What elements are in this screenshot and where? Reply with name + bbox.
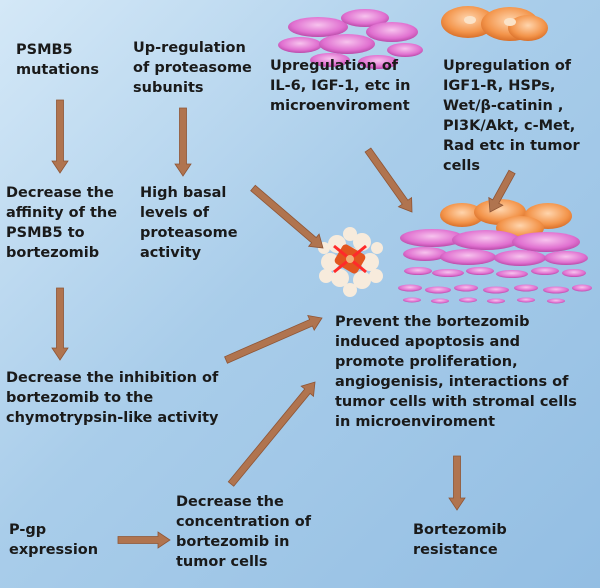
node-line: P-gp [9, 522, 47, 538]
node-line: PSMB5 [16, 42, 73, 58]
node-line: IL-6, IGF-1, etc in [270, 78, 411, 94]
node-line: Up-regulation [133, 40, 246, 56]
node-line: bortezomib in [176, 534, 290, 550]
node-upregulation-igf1r: Upregulation of IGF1-R, HSPs, Wet/β-catini… [443, 56, 580, 176]
arrow-pgp-to-concentration [117, 531, 171, 549]
proteasome-icon [318, 227, 383, 297]
arrow-igf-to-tumor [488, 169, 516, 213]
node-line: Prevent the bortezomib [335, 314, 530, 330]
node-line: Upregulation of [443, 58, 572, 74]
node-line: promote proliferation, [335, 354, 518, 370]
node-decrease-concentration: Decrease the concentration of bortezomib i… [176, 492, 311, 572]
node-line: in microenviroment [335, 414, 496, 430]
node-decrease-inhibition: Decrease the inhibition of bortezomib to … [6, 368, 218, 428]
node-line: mutations [16, 62, 99, 78]
node-upregulation-il6: Upregulation of IL-6, IGF-1, etc in microe… [270, 56, 410, 116]
node-line: affinity of the [6, 205, 118, 221]
arrow-subunits-to-basal [174, 107, 192, 177]
node-line: of proteasome [133, 60, 252, 76]
node-line: activity [140, 245, 202, 261]
node-line: induced apoptosis and [335, 334, 521, 350]
arrow-psmb5-to-affinity [51, 99, 69, 174]
node-line: Rad etc in tumor [443, 138, 580, 154]
node-line: bortezomib to the [6, 390, 154, 406]
arrow-concentration-to-prevent [227, 381, 316, 487]
node-line: tumor cells [176, 554, 268, 570]
arrow-il6-to-tumor [364, 147, 413, 213]
node-line: proteasome [140, 225, 238, 241]
arrow-basal-to-proteasome [250, 184, 324, 249]
node-line: tumor cells with stromal cells [335, 394, 577, 410]
node-line: levels of [140, 205, 210, 221]
pink-cells-icon [278, 9, 423, 69]
node-line: Decrease the [176, 494, 284, 510]
node-prevent-apoptosis: Prevent the bortezomib induced apoptosis … [335, 312, 577, 432]
node-psmb5-mutations: PSMB5 mutations [16, 40, 99, 80]
orange-cells-icon [441, 6, 548, 41]
node-line: expression [9, 542, 99, 558]
node-line: Wet/β-catinin , [443, 98, 564, 114]
node-line: High basal [140, 185, 227, 201]
node-line: IGF1-R, HSPs, [443, 78, 556, 94]
node-line: concentration of [176, 514, 312, 530]
node-line: Bortezomib [413, 522, 507, 538]
node-line: Decrease the inhibition of [6, 370, 219, 386]
node-line: Decrease the [6, 185, 114, 201]
node-line: PI3K/Akt, c-Met, [443, 118, 576, 134]
node-line: chymotrypsin-like activity [6, 410, 219, 426]
node-high-basal-levels: High basal levels of proteasome activity [140, 183, 238, 263]
node-line: Upregulation of [270, 58, 399, 74]
node-line: bortezomib [6, 245, 100, 261]
tumor-cells-cluster-icon [398, 199, 592, 304]
arrow-prevent-to-resistance [448, 455, 466, 511]
node-line: resistance [413, 542, 498, 558]
arrow-inhibition-to-prevent [224, 314, 323, 364]
node-line: subunits [133, 80, 204, 96]
node-upregulation-proteasome-subunits: Up-regulation of proteasome subunits [133, 38, 252, 98]
node-line: angiogenisis, interactions of [335, 374, 569, 390]
node-line: PSMB5 to [6, 225, 85, 241]
node-pgp-expression: P-gp expression [9, 520, 98, 560]
arrow-affinity-to-inhibition [51, 287, 69, 361]
node-line: cells [443, 158, 481, 174]
node-line: microenviroment [270, 98, 410, 114]
node-bortezomib-resistance: Bortezomib resistance [413, 520, 507, 560]
